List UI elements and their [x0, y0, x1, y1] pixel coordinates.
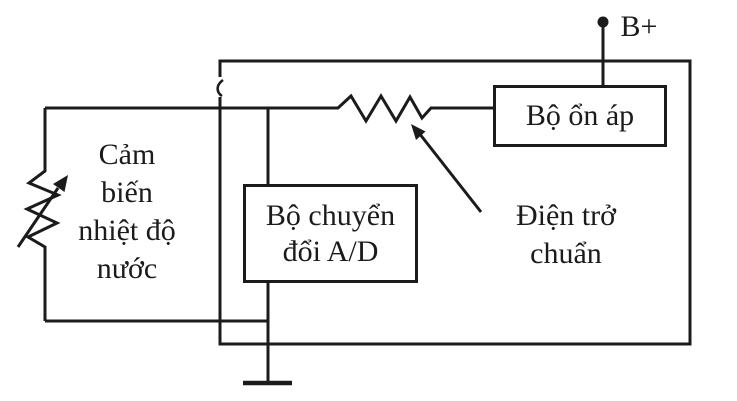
sensor-label-line4: nước — [96, 252, 158, 285]
ref-resistor-label-line2: chuẩn — [530, 237, 602, 270]
power-label: B+ — [620, 10, 658, 43]
voltage-regulator-label: Bộ ổn áp — [525, 99, 635, 132]
reference-resistor-icon — [45, 93, 493, 124]
pointer-arrow-icon — [411, 124, 483, 213]
thermistor-icon — [23, 108, 62, 321]
adc-converter-box: Bộ chuyển đổi A/D — [243, 184, 418, 283]
adc-label-line1: Bộ chuyển — [265, 198, 396, 232]
sensor-label-line2: biến — [101, 176, 153, 209]
sensor-label-line3: nhiệt độ — [78, 214, 176, 247]
ecu-outline-box — [218, 59, 692, 346]
ref-resistor-label-line1: Điện trở — [515, 199, 617, 232]
erase-artifact — [212, 77, 228, 98]
reference-resistor-label: Điện trở chuẩn — [516, 197, 616, 273]
voltage-regulator-box: Bộ ổn áp — [493, 85, 667, 147]
sensor-label-line1: Cảm — [98, 138, 156, 171]
power-terminal-dot-icon — [597, 16, 609, 28]
thermistor-arrow-icon — [16, 175, 68, 248]
adc-label-line2: đổi A/D — [282, 234, 379, 268]
water-temp-sensor-label: Cảm biến nhiệt độ nước — [78, 136, 176, 288]
